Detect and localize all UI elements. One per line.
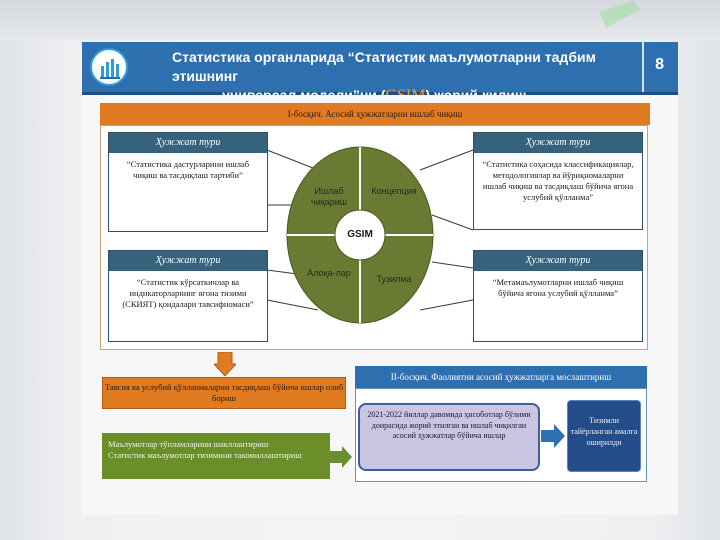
doc-box-2-text: “Статистика соҳасида классификациялар, м… — [482, 159, 634, 202]
datasets-box: Маълумотлар тўпламларини шакллантириш Ст… — [102, 433, 330, 479]
doc-box-2-header: Ҳужжат тури — [474, 133, 642, 153]
datasets-line-2: Статистик маълумотлар тизимини такомилла… — [108, 450, 302, 460]
gsim-circle-diagram: Ишлаб чиқариш Концепция Алоқа-лар Тузилм… — [286, 146, 434, 324]
top-band — [0, 0, 720, 40]
segment-label-concept: Концепция — [371, 186, 417, 196]
stat-logo-icon — [90, 48, 128, 86]
doc-box-4-header: Ҳужжат тури — [474, 251, 642, 271]
doc-box-2: Ҳужжат тури “Статистика соҳасида классиф… — [473, 132, 643, 230]
page-number: 8 — [655, 56, 664, 73]
header-divider — [642, 42, 644, 92]
doc-box-4: Ҳужжат тури “Метамаълумотларни ишлаб чиқ… — [473, 250, 643, 342]
down-arrow-icon — [214, 352, 236, 376]
stage-2-result-box: Тизимли тайёрланган амалга оширилди — [567, 400, 641, 472]
slide-header: Статистика органларида “Статистик маълум… — [82, 42, 678, 104]
doc-box-1: Ҳужжат тури “Статистика дастурларини ишл… — [108, 132, 268, 232]
right-arrow-green-icon — [330, 446, 352, 468]
doc-box-1-text: “Статистика дастурларини ишлаб чиқиш ва … — [126, 159, 250, 180]
right-arrow-blue-icon — [541, 424, 565, 448]
doc-box-3-text: “Статистик кўрсаткичлар ва индикаторларн… — [122, 277, 254, 309]
gsim-center-label: GSIM — [347, 229, 373, 240]
stage-2-work-box: 2021-2022 йиллар давомида ҳисоботлар бўл… — [358, 403, 540, 471]
recommendations-box: Тавсия ва услубий қўлланмаларни тасдиқла… — [102, 377, 346, 409]
segment-label-production: Ишлаб чиқариш — [311, 186, 347, 207]
doc-box-3-header: Ҳужжат тури — [109, 251, 267, 271]
gsim-circle-shape — [286, 146, 434, 324]
segment-label-structure: Тузилма — [376, 274, 412, 284]
doc-box-4-text: “Метамаълумотларни ишлаб чиқиш бўйича яг… — [492, 277, 624, 298]
title-line-1: Статистика органларида “Статистик маълум… — [172, 49, 596, 84]
stage-1-banner: I-босқич. Асосий ҳужжатларни ишлаб чиқиш — [100, 103, 650, 125]
doc-box-1-header: Ҳужжат тури — [109, 133, 267, 153]
segment-label-relations: Алоқа-лар — [307, 268, 351, 278]
datasets-line-1: Маълумотлар тўпламларини шакллантириш — [108, 439, 269, 449]
stage-2-banner: II-босқич. Фаолиятни асосий ҳужжатларга … — [355, 366, 647, 388]
doc-box-3: Ҳужжат тури “Статистик кўрсаткичлар ва и… — [108, 250, 268, 342]
